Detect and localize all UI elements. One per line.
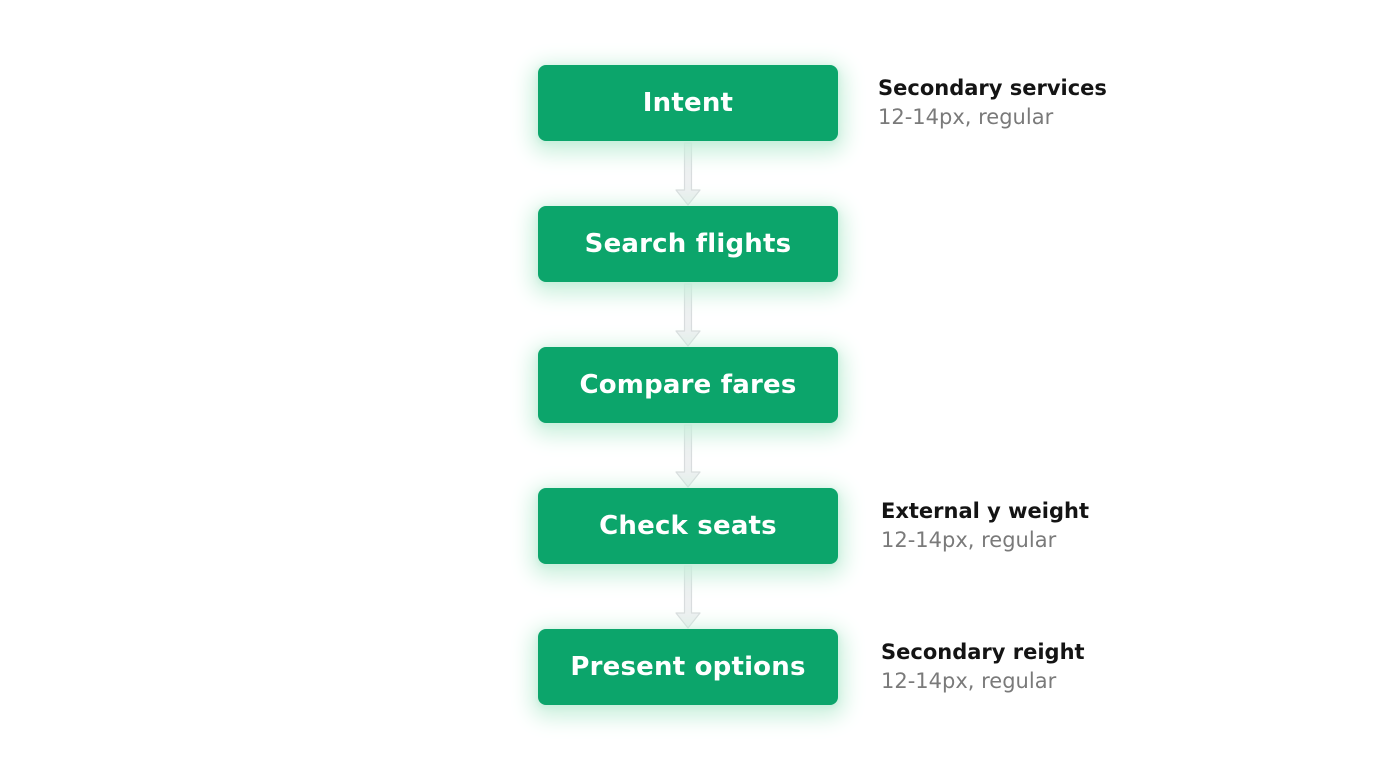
connector-arrow xyxy=(675,565,701,629)
connector-arrow xyxy=(675,283,701,347)
annotation-secondary-reight: Secondary reight 12-14px, regular xyxy=(881,639,1085,696)
annotation-external-y-weight: External y weight 12-14px, regular xyxy=(881,498,1089,555)
annotation-title: Secondary reight xyxy=(881,640,1085,664)
flow-node-compare-fares: Compare fares xyxy=(538,347,838,423)
annotation-title: Secondary services xyxy=(878,76,1107,100)
connector-arrow xyxy=(675,424,701,488)
flow-node-present-options: Present options xyxy=(538,629,838,705)
annotation-subtitle: 12-14px, regular xyxy=(881,528,1057,552)
annotation-title: External y weight xyxy=(881,499,1090,523)
flow-node-search-flights: Search flights xyxy=(538,206,838,282)
annotation-subtitle: 12-14px, regular xyxy=(881,669,1057,693)
flow-node-label: Check seats xyxy=(599,511,777,541)
annotation-secondary-services: Secondary services 12-14px, regular xyxy=(878,75,1107,132)
flow-node-check-seats: Check seats xyxy=(538,488,838,564)
annotation-subtitle: 12-14px, regular xyxy=(878,105,1054,129)
flow-node-label: Present options xyxy=(570,652,806,682)
flow-node-label: Compare fares xyxy=(579,370,797,400)
flow-node-label: Intent xyxy=(642,88,734,118)
connector-arrow xyxy=(675,142,701,206)
flow-node-label: Search flights xyxy=(584,229,792,259)
flow-node-intent: Intent xyxy=(538,65,838,141)
